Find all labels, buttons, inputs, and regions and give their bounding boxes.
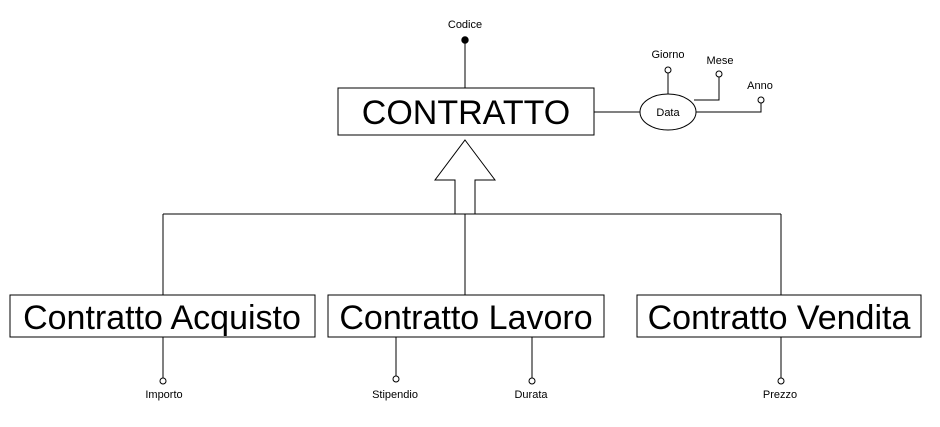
entity-contratto-vendita[interactable] xyxy=(636,294,922,338)
anno-connector xyxy=(696,103,762,113)
entity-contratto-vendita-label: Contratto Vendita xyxy=(648,299,911,337)
entity-contratto-lavoro[interactable] xyxy=(327,294,605,338)
stipendio-marker xyxy=(392,375,400,383)
entity-contratto-label: CONTRATTO xyxy=(362,94,570,132)
attr-anno-label: Anno xyxy=(747,80,773,92)
prezzo-marker xyxy=(777,377,785,385)
entity-contratto-lavoro-label: Contratto Lavoro xyxy=(339,299,592,337)
entity-contratto-acquisto[interactable] xyxy=(9,294,316,338)
mese-marker xyxy=(715,70,723,78)
mese-connector xyxy=(694,77,720,101)
entity-contratto-acquisto-label: Contratto Acquisto xyxy=(23,299,301,337)
entity-contratto[interactable] xyxy=(337,87,595,136)
durata-marker xyxy=(528,377,536,385)
attr-giorno-label: Giorno xyxy=(651,49,684,61)
attr-data-label: Data xyxy=(656,107,680,119)
anno-marker xyxy=(757,96,765,104)
generalization-arrow xyxy=(434,139,496,215)
codice-key-marker xyxy=(461,36,469,44)
attr-mese-label: Mese xyxy=(707,55,734,67)
importo-marker xyxy=(159,377,167,385)
attr-durata-label: Durata xyxy=(514,389,548,401)
attr-stipendio-label: Stipendio xyxy=(372,389,418,401)
attr-prezzo-label: Prezzo xyxy=(763,389,797,401)
giorno-marker xyxy=(664,66,672,74)
attr-codice-label: Codice xyxy=(448,19,482,31)
attr-importo-label: Importo xyxy=(145,389,182,401)
